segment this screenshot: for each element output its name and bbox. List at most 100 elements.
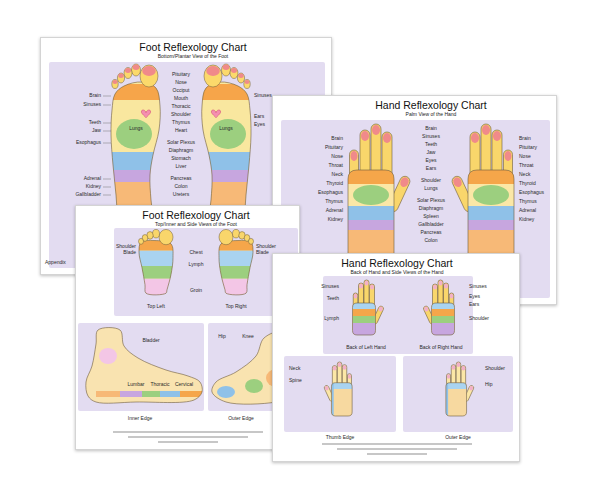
part-label: Knee [242,334,254,340]
hand-zone [465,170,517,184]
toe-tip [118,74,123,79]
toe-tip [142,66,156,76]
foot-zone [131,251,181,266]
part-label: Thoracic [171,104,190,110]
finger-tip [505,151,512,161]
hand-zone [351,316,377,323]
finger-tip [439,281,443,286]
footer-line [337,448,457,450]
foot-zone [131,266,181,279]
hand-zone [345,170,397,184]
part-label: Lungs [219,126,233,132]
part-label: Shoulder [485,366,505,372]
finger-tip [354,294,358,299]
part-label: Adrenal [519,208,536,214]
part-label: Stomach [171,156,191,162]
part-label: Neck [519,172,530,178]
part-label: Throat [329,163,343,169]
toe [124,68,132,79]
thumb-tip [324,385,329,391]
palm-outline [353,303,376,335]
hand-zone [351,323,377,340]
lung-zone [210,119,246,149]
part-label: Thoracic [150,382,169,388]
chart-sheet: Foot Reflexology ChartTop/Inner and Side… [75,205,300,450]
part-label: Teeth [425,142,437,148]
palm-outline [446,383,467,416]
finger-tip [447,374,450,379]
toe [112,80,118,89]
part-label: Outer Edge [445,435,471,441]
part-label: Ears [426,166,436,172]
toe-tip [133,65,140,70]
chart-title: Hand Reflexology Chart [341,257,452,269]
part-label: Lungs [129,126,143,132]
part-label: Heart [175,128,187,134]
footer-line [367,453,427,455]
part-label: Groin [190,288,202,294]
zone-group [96,348,206,397]
chart-panel [284,356,396,432]
chart-subtitle: Palm View of the Hand [406,112,457,118]
part-label: Shoulder [171,112,191,118]
thumb-tip [452,176,463,188]
lung-zone [116,119,152,149]
part-label: Thymus [519,199,537,205]
finger-tip [493,131,501,141]
zone-group [430,303,456,340]
toe [233,229,240,238]
part-label: Cervical [175,382,193,388]
part-label: Eyes [469,294,480,300]
part-label: Jaw [92,128,101,134]
toe [244,80,250,89]
chart-panel [78,323,204,411]
foot-zone [211,279,261,300]
hand-zone [465,206,517,220]
footer-line [322,443,472,445]
part-label: Brain [89,93,101,99]
lung-zone [473,185,509,205]
hand-zone [351,303,377,309]
part-label: Gallbladder [418,222,444,228]
part-label: Thymus [325,199,343,205]
part-label: Outer Edge [228,416,254,422]
toe [140,65,158,87]
leader-line [103,143,111,144]
finger-tip [359,284,363,289]
thumb-tip [399,176,410,188]
zone-group [131,241,181,301]
part-label: Thyroid [519,181,536,187]
edge-zone [331,383,333,416]
finger-tip [370,285,374,290]
part-label: Adrenal [326,208,343,214]
part-label: Bladder [142,338,159,344]
ankle-zone [99,348,117,364]
part-label: Liver [176,164,187,170]
chart-panel [403,356,513,432]
part-label: Chest [189,250,202,256]
part-label: Top Right [225,304,246,310]
spine-zone [142,391,160,397]
part-label: Inner Edge [128,416,152,422]
finger-tip [462,366,466,371]
part-label: Pancreas [420,230,441,236]
part-label: Sinuses [469,284,487,290]
hand-zone [351,309,377,316]
part-label: Sinuses [321,284,339,290]
thumb-tip [378,306,384,312]
part-label: Brain [331,136,343,142]
chart-title: Hand Reflexology Chart [375,99,486,111]
part-label: Lumbar [128,382,145,388]
heart-zone [141,110,150,118]
part-label: Diaphragm [169,148,193,154]
chart-panel [323,276,473,354]
finger-tip [444,284,448,289]
lung-zone [353,185,389,205]
finger-tip [361,131,369,141]
hand [324,362,354,421]
toe [153,229,160,238]
toe [219,229,233,244]
part-label: Eyes [254,122,265,128]
chart-subtitle: Back of Hand and Side Views of the Hand [350,270,443,276]
hand-zone [430,316,456,323]
